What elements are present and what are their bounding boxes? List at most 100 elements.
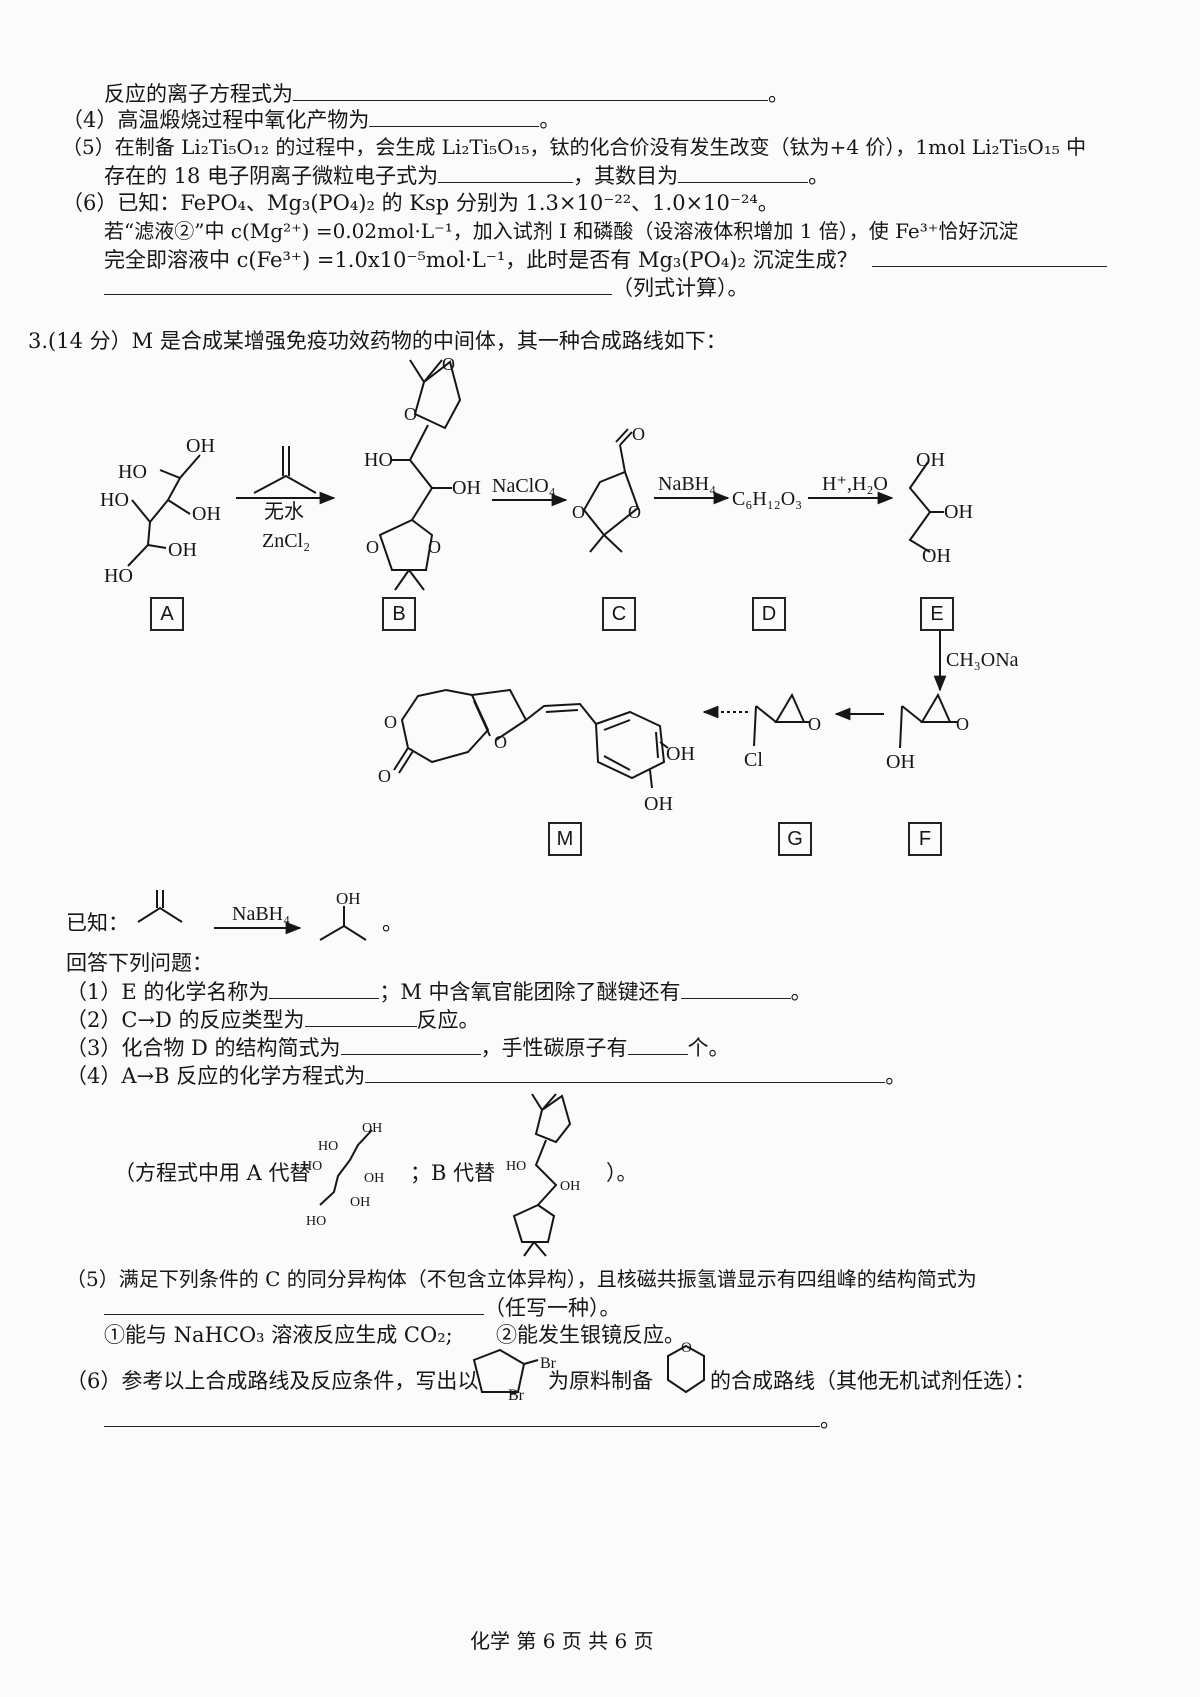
answer-header: 回答下列问题： (66, 951, 213, 975)
question-number: 3. (28, 329, 49, 353)
svg-text:NaBH₄: NaBH₄ (232, 903, 290, 925)
svg-text:C₆H₁₂O₃: C₆H₁₂O₃ (732, 488, 802, 510)
text: 反应的离子方程式为 (104, 82, 293, 106)
answer-blank[interactable] (871, 246, 1107, 267)
svg-text:NaBH₄: NaBH₄ (658, 473, 716, 495)
svg-text:OH: OH (186, 435, 215, 457)
page-footer: 化学 第 6 页 共 6 页 (470, 1629, 654, 1653)
svg-text:OH: OH (922, 545, 951, 567)
answer-blank[interactable] (104, 274, 612, 295)
svg-text:OH: OH (916, 449, 945, 471)
svg-text:OH: OH (886, 751, 915, 773)
answer-blank[interactable] (104, 1406, 820, 1427)
label-d: D (752, 597, 786, 631)
answer-blank[interactable] (627, 1034, 688, 1055)
q18-4-note-mid: ；B 代替 (410, 1161, 496, 1185)
q18-5-cond2: ②能发生银镜反应。 (496, 1323, 685, 1347)
svg-text:OH: OH (350, 1195, 370, 1210)
answer-blank[interactable] (340, 1034, 481, 1055)
q17-5-line1: （5）在制备 Li₂Ti₅O₁₂ 的过程中，会生成 Li₂Ti₅O₁₅，钛的化合… (62, 135, 1087, 159)
answer-blank[interactable] (438, 162, 574, 183)
q17-6-line3: 完全即溶液中 c(Fe³⁺) =1.0x10⁻⁵mol·L⁻¹，此时是否有 Mg… (104, 246, 1107, 274)
compound-e-structure: OH OH OH (908, 449, 973, 567)
answer-blank[interactable] (369, 106, 540, 127)
svg-text:ZnCl₂: ZnCl₂ (262, 530, 310, 552)
label-g: G (778, 822, 812, 856)
compound-f-structure: O OH (886, 692, 969, 773)
answer-blank[interactable] (680, 978, 791, 999)
compound-g-structure: O Cl (744, 692, 821, 771)
q17-6-line4: （列式计算）。 (104, 274, 749, 302)
svg-text:OH: OH (362, 1121, 382, 1136)
svg-text:OH: OH (944, 501, 973, 523)
svg-text:OH: OH (168, 539, 197, 561)
svg-text:O: O (378, 766, 391, 786)
svg-text:Br: Br (508, 1387, 525, 1404)
q17-4-line: （4）高温煅烧过程中氧化产物为。 (62, 106, 561, 132)
q18-3-line: （3）化合物 D 的结构简式为，手性碳原子有个。 (66, 1034, 730, 1060)
q18-5-cond1: ①能与 NaHCO₃ 溶液反应生成 CO₂; (104, 1323, 453, 1347)
arrow-a-to-b: 无水 ZnCl₂ (236, 446, 336, 552)
q18-6-end: 的合成路线（其他无机试剂任选）： (710, 1369, 1036, 1393)
answer-blank[interactable] (269, 978, 380, 999)
svg-text:O: O (628, 502, 641, 522)
q18-1-line: （1）E 的化学名称为；M 中含氧官能团除了醚键还有。 (66, 978, 812, 1004)
small-compound-a: OH HO HO OH OH HO (302, 1121, 384, 1229)
label-c: C (602, 597, 636, 631)
q18-6-answer-line: 。 (104, 1406, 841, 1434)
compound-m-structure: O O O OH OH (378, 688, 695, 815)
svg-text:HO: HO (506, 1159, 526, 1174)
tetrahydropyran-structure: O (667, 1340, 705, 1394)
arrow-b-to-c: NaClO₄ (492, 475, 568, 507)
compound-c-structure: O O O (572, 424, 645, 553)
arrow-c-to-d: NaBH₄ C₆H₁₂O₃ (654, 473, 802, 510)
dibromocyclopentane-structure: Br Br (472, 1348, 557, 1404)
q18-5-line1: （5）满足下列条件的 C 的同分异构体（不包含立体异构），且核磁共振氢谱显示有四… (66, 1267, 977, 1291)
svg-text:OH: OH (364, 1171, 384, 1186)
svg-text:O: O (956, 714, 969, 734)
label-e: E (920, 597, 954, 631)
svg-text:O: O (808, 714, 821, 734)
svg-text:无水: 无水 (264, 500, 304, 523)
answer-blank[interactable] (365, 1062, 886, 1083)
q17-5-line2: 存在的 18 电子阴离子微粒电子式为，其数目为。 (104, 162, 830, 188)
svg-text:OH: OH (560, 1179, 580, 1194)
svg-text:OH: OH (644, 793, 673, 815)
arrow-e-to-f: CH₃ONa (933, 630, 1019, 692)
svg-text:O: O (384, 712, 397, 732)
svg-text:OH: OH (452, 477, 481, 499)
svg-text:HO: HO (100, 489, 129, 511)
svg-text:O: O (428, 537, 441, 557)
answer-blank[interactable] (104, 1294, 484, 1315)
known-label: 已知： (66, 911, 129, 935)
svg-text:O: O (442, 354, 455, 374)
svg-text:O: O (494, 732, 507, 752)
answer-blank[interactable] (678, 162, 809, 183)
arrow-d-to-e: H⁺,H₂O (808, 473, 894, 505)
answer-blank[interactable] (293, 80, 768, 101)
svg-text:Br: Br (540, 1355, 557, 1372)
q18-2-line: （2）C→D 的反应类型为反应。 (66, 1006, 480, 1032)
svg-text:O: O (681, 1340, 692, 1356)
small-compound-b: HO OH (506, 1093, 580, 1257)
svg-text:H⁺,H₂O: H⁺,H₂O (822, 473, 888, 495)
svg-text:HO: HO (364, 449, 393, 471)
compound-b-structure: O O HO OH O O (364, 354, 481, 591)
q17-ionic-equation-line: 反应的离子方程式为。 (104, 80, 789, 106)
label-a: A (150, 597, 184, 631)
known-reaction-diagram: NaBH₄ OH (137, 889, 367, 941)
answer-blank[interactable] (304, 1006, 417, 1027)
svg-text:O: O (404, 404, 417, 424)
svg-text:HO: HO (306, 1214, 326, 1229)
svg-text:O: O (632, 424, 645, 444)
q18-header: 3.(14 分）M 是合成某增强免疫功效药物的中间体，其一种合成路线如下： (28, 329, 727, 353)
svg-text:O: O (572, 502, 585, 522)
q18-4-note-start: （方程式中用 A 代替 (114, 1161, 311, 1185)
q18-5-line2: （任写一种）。 (104, 1294, 621, 1322)
svg-text:HO: HO (318, 1139, 338, 1154)
svg-text:OH: OH (192, 503, 221, 525)
q18-4-note-end: ）。 (606, 1161, 638, 1185)
svg-text:HO: HO (118, 461, 147, 483)
svg-text:CH₃ONa: CH₃ONa (946, 649, 1019, 671)
